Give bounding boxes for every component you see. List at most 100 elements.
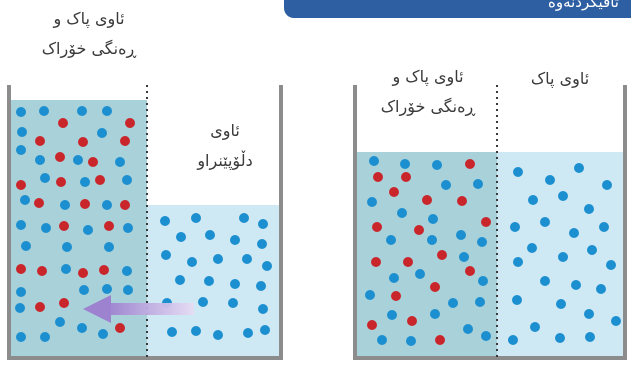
red-particle: [59, 298, 69, 308]
blue-particle: [569, 228, 579, 238]
blue-particle: [599, 222, 609, 232]
red-particle: [59, 221, 69, 231]
blue-particle: [432, 160, 442, 170]
blue-particle: [260, 325, 270, 335]
blue-particle: [365, 290, 375, 300]
blue-particle: [257, 239, 267, 249]
right-container: [355, 85, 625, 358]
blue-particle: [16, 145, 26, 155]
blue-particle: [230, 235, 240, 245]
red-particle: [403, 257, 413, 267]
blue-particle: [102, 284, 112, 294]
blue-particle: [397, 208, 407, 218]
red-particle: [401, 172, 411, 182]
blue-particle: [596, 284, 606, 294]
blue-particle: [602, 180, 612, 190]
blue-particle: [473, 179, 483, 189]
left-panel-right-label-line1: ئاوی: [170, 118, 280, 144]
red-particle: [435, 335, 445, 345]
blue-particle: [463, 324, 473, 334]
left-panel-right-label-line2: دڵۆپێنراو: [170, 148, 280, 174]
red-particle: [115, 323, 125, 333]
red-particle: [367, 320, 377, 330]
red-particle: [34, 198, 44, 208]
blue-particle: [123, 223, 133, 233]
blue-particle: [160, 216, 170, 226]
blue-particle: [213, 330, 223, 340]
red-particle: [457, 196, 467, 206]
red-particle: [88, 157, 98, 167]
red-particle: [414, 225, 424, 235]
blue-particle: [73, 155, 83, 165]
blue-particle: [386, 235, 396, 245]
red-particle: [373, 172, 383, 182]
blue-particle: [21, 241, 31, 251]
blue-particle: [228, 298, 238, 308]
blue-particle: [387, 310, 397, 320]
red-particle: [465, 159, 475, 169]
blue-particle: [540, 276, 550, 286]
blue-particle: [191, 213, 201, 223]
blue-particle: [556, 299, 566, 309]
blue-particle: [258, 219, 268, 229]
red-particle: [58, 118, 68, 128]
red-particle: [35, 302, 45, 312]
red-particle: [78, 137, 88, 147]
left-panel-left-label-line2: ڕەنگی خۆراک: [14, 36, 164, 62]
right-panel-left-label: ئاوی پاک و ڕەنگی خۆراک: [358, 64, 498, 120]
blue-particle: [62, 242, 72, 252]
red-particle: [125, 118, 135, 128]
blue-particle: [198, 297, 208, 307]
blue-particle: [430, 309, 440, 319]
blue-particle: [41, 223, 51, 233]
blue-particle: [528, 195, 538, 205]
red-particle: [37, 266, 47, 276]
left-panel-left-label: ئاوی پاک و ڕەنگی خۆراک: [14, 6, 164, 62]
blue-particle: [17, 127, 27, 137]
blue-particle: [15, 303, 25, 313]
blue-particle: [508, 335, 518, 345]
red-particle: [16, 180, 26, 190]
blue-particle: [456, 230, 466, 240]
blue-particle: [40, 173, 50, 183]
blue-particle: [35, 155, 45, 165]
blue-particle: [102, 106, 112, 116]
red-particle: [437, 250, 447, 260]
red-particle: [55, 152, 65, 162]
blue-particle: [80, 177, 90, 187]
blue-particle: [555, 333, 565, 343]
blue-particle: [571, 280, 581, 290]
blue-particle: [97, 128, 107, 138]
blue-particle: [60, 200, 70, 210]
blue-particle: [204, 276, 214, 286]
blue-particle: [98, 329, 108, 339]
red-particle: [16, 264, 26, 274]
blue-particle: [115, 157, 125, 167]
left-panel-right-label: ئاوی دڵۆپێنراو: [170, 118, 280, 174]
red-particle: [430, 282, 440, 292]
blue-particle: [406, 336, 416, 346]
blue-particle: [527, 243, 537, 253]
blue-particle: [585, 332, 595, 342]
blue-particle: [205, 230, 215, 240]
blue-particle: [16, 107, 26, 117]
red-particle: [35, 136, 45, 146]
blue-particle: [611, 316, 621, 326]
blue-particle: [510, 222, 520, 232]
red-particle: [372, 222, 382, 232]
right-panel-left-label-line2: ڕەنگی خۆراک: [358, 94, 498, 120]
red-particle: [104, 221, 114, 231]
blue-particle: [20, 195, 30, 205]
blue-particle: [213, 254, 223, 264]
blue-particle: [256, 281, 266, 291]
red-particle: [120, 200, 130, 210]
blue-particle: [441, 180, 451, 190]
blue-particle: [558, 252, 568, 262]
blue-particle: [369, 156, 379, 166]
blue-particle: [239, 213, 249, 223]
blue-particle: [175, 275, 185, 285]
blue-particle: [79, 285, 89, 295]
blue-particle: [83, 225, 93, 235]
red-particle: [481, 217, 491, 227]
red-particle: [95, 175, 105, 185]
